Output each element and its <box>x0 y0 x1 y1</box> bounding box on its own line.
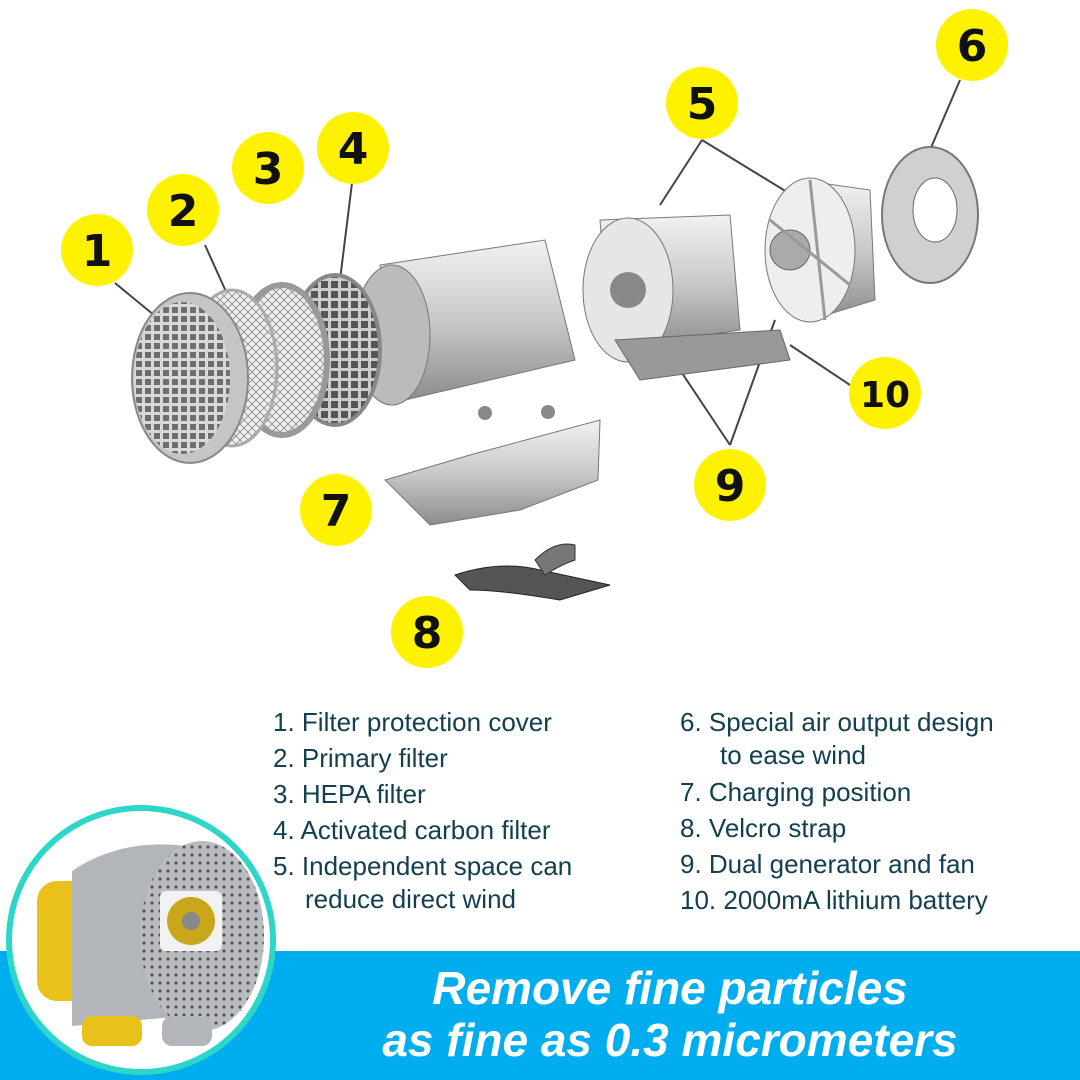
product-photo <box>6 805 276 1075</box>
callout-6: 6 <box>936 9 1008 81</box>
banner-line-2: as fine as 0.3 micrometers <box>382 1014 958 1066</box>
svg-text:4: 4 <box>338 124 369 175</box>
svg-text:1: 1 <box>82 226 113 277</box>
svg-text:7: 7 <box>321 486 352 537</box>
part-item: 9. Dual generator and fan <box>680 849 975 879</box>
part-item: 8. Velcro strap <box>680 813 847 843</box>
part-item: 1. Filter protection cover <box>273 707 552 737</box>
callout-4: 4 <box>317 112 389 184</box>
parts-list-right: 6. Special air output design to ease win… <box>680 704 1075 918</box>
callout-9: 9 <box>694 449 766 521</box>
callout-1: 1 <box>61 214 133 286</box>
callout-8: 8 <box>391 596 463 668</box>
exploded-view-diagram: 1 2 3 4 5 6 7 8 9 10 <box>61 9 1008 668</box>
svg-text:5: 5 <box>687 79 718 130</box>
callout-3: 3 <box>232 132 304 204</box>
charging-position-part <box>384 405 601 526</box>
parts-list-left: 1. Filter protection cover 2. Primary fi… <box>273 704 663 918</box>
callout-2: 2 <box>147 174 219 246</box>
svg-text:6: 6 <box>957 21 988 72</box>
part-item: 5. Independent space can <box>273 851 573 881</box>
part-item: 3. HEPA filter <box>273 779 426 809</box>
carbon-cylinder-housing <box>353 239 576 406</box>
part-item: 10. 2000mA lithium battery <box>680 885 988 915</box>
fan-housing-rear <box>764 177 876 323</box>
banner-headline: Remove fine particles as fine as 0.3 mic… <box>270 962 1070 1066</box>
callout-7: 7 <box>300 474 372 546</box>
filter-protection-cover <box>131 292 249 464</box>
part-item: 7. Charging position <box>680 777 912 807</box>
air-purifier-product-image <box>37 841 264 1046</box>
air-output-cover <box>881 146 979 284</box>
svg-text:10: 10 <box>860 375 910 416</box>
part-item: 2. Primary filter <box>273 743 448 773</box>
part-item-continuation: to ease wind <box>720 740 866 770</box>
velcro-strap <box>454 543 611 601</box>
svg-text:9: 9 <box>715 461 746 512</box>
svg-text:3: 3 <box>253 144 284 195</box>
part-item: 6. Special air output design <box>680 707 994 737</box>
fan-housing-front <box>582 214 791 381</box>
callout-5: 5 <box>666 67 738 139</box>
part-item: 4. Activated carbon filter <box>273 815 551 845</box>
callout-10: 10 <box>849 357 921 429</box>
banner-line-1: Remove fine particles <box>432 962 908 1014</box>
svg-text:2: 2 <box>168 186 199 237</box>
svg-text:8: 8 <box>412 608 443 659</box>
part-item-continuation: reduce direct wind <box>305 884 516 914</box>
